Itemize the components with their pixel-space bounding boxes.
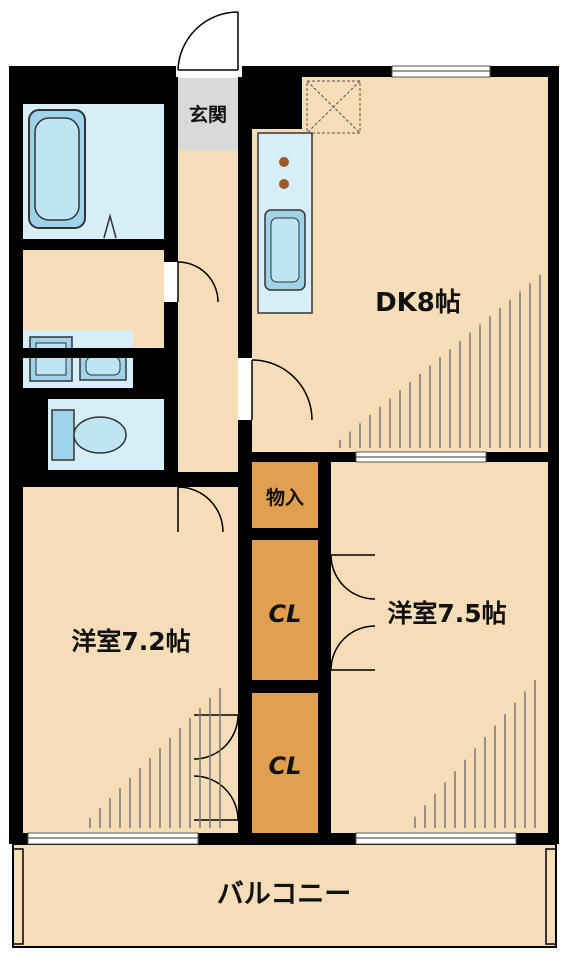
- washing-machine-inner: [85, 356, 121, 376]
- wall-closet-right: [318, 452, 331, 833]
- wall-storage-bottom: [252, 528, 318, 540]
- wall-toilet-top: [23, 388, 178, 399]
- stove-burner: [279, 157, 289, 167]
- western-right-light-hatch: [414, 680, 536, 828]
- hallway-floor: [178, 150, 238, 472]
- western-left-light-hatch: [89, 688, 221, 828]
- toilet-tank: [51, 409, 75, 461]
- western-right-label: 洋室7.5帖: [387, 599, 506, 628]
- western-left-floor: [23, 487, 239, 833]
- balcony-label: バルコニー: [217, 879, 351, 910]
- door-opening-wash: [164, 262, 178, 302]
- balcony-rail-left: [12, 848, 24, 945]
- dk-light-hatch: [339, 275, 541, 448]
- refrigerator-space: [306, 80, 361, 134]
- washbasin-inner: [35, 342, 67, 376]
- door-swing-dk: [251, 359, 313, 421]
- entrance-label: 玄関: [189, 103, 227, 126]
- wall-toilet-left: [23, 388, 48, 474]
- kitchen-sink-inner: [270, 217, 300, 283]
- toilet-bowl: [73, 416, 127, 454]
- door-swing-wash: [177, 261, 219, 303]
- bathtub-inner: [34, 117, 80, 221]
- western-left-label: 洋室7.2帖: [71, 627, 190, 656]
- stove-burner: [279, 179, 289, 189]
- western-right-floor: [331, 462, 548, 833]
- entrance-door-swing: [177, 11, 239, 71]
- closet-upper-label: CL: [269, 600, 302, 628]
- entrance-floor: [178, 77, 238, 150]
- closet-upper-floor: [252, 540, 318, 680]
- door-swing-closet-upper-b: [330, 625, 376, 671]
- door-swing-western-left: [177, 486, 224, 533]
- door-swing-closet-upper-a: [330, 554, 376, 600]
- closet-lower-label: CL: [269, 752, 302, 780]
- wall-entrance-left: [164, 77, 178, 207]
- balcony-rail-right: [545, 848, 557, 945]
- wall-bath-bottom: [23, 239, 178, 250]
- wall-wash-bottom: [23, 348, 178, 358]
- storage-floor: [252, 462, 318, 528]
- wall-closet-mid: [252, 680, 318, 693]
- wall-toilet-bottom: [23, 470, 178, 487]
- wall-hall-bottom: [178, 472, 238, 487]
- wall-dk-top-left: [252, 77, 302, 129]
- dk-label: DK8帖: [375, 288, 461, 318]
- storage-label: 物入: [266, 486, 304, 509]
- closet-lower-floor: [252, 693, 318, 833]
- wall-center-vertical: [238, 77, 252, 833]
- door-swing-closet-lower-b: [193, 775, 239, 821]
- bath-door-symbol: [103, 213, 117, 239]
- door-swing-closet-lower-a: [193, 714, 239, 760]
- refrigerator-space-cross: [306, 80, 361, 134]
- door-opening-dk: [238, 358, 252, 420]
